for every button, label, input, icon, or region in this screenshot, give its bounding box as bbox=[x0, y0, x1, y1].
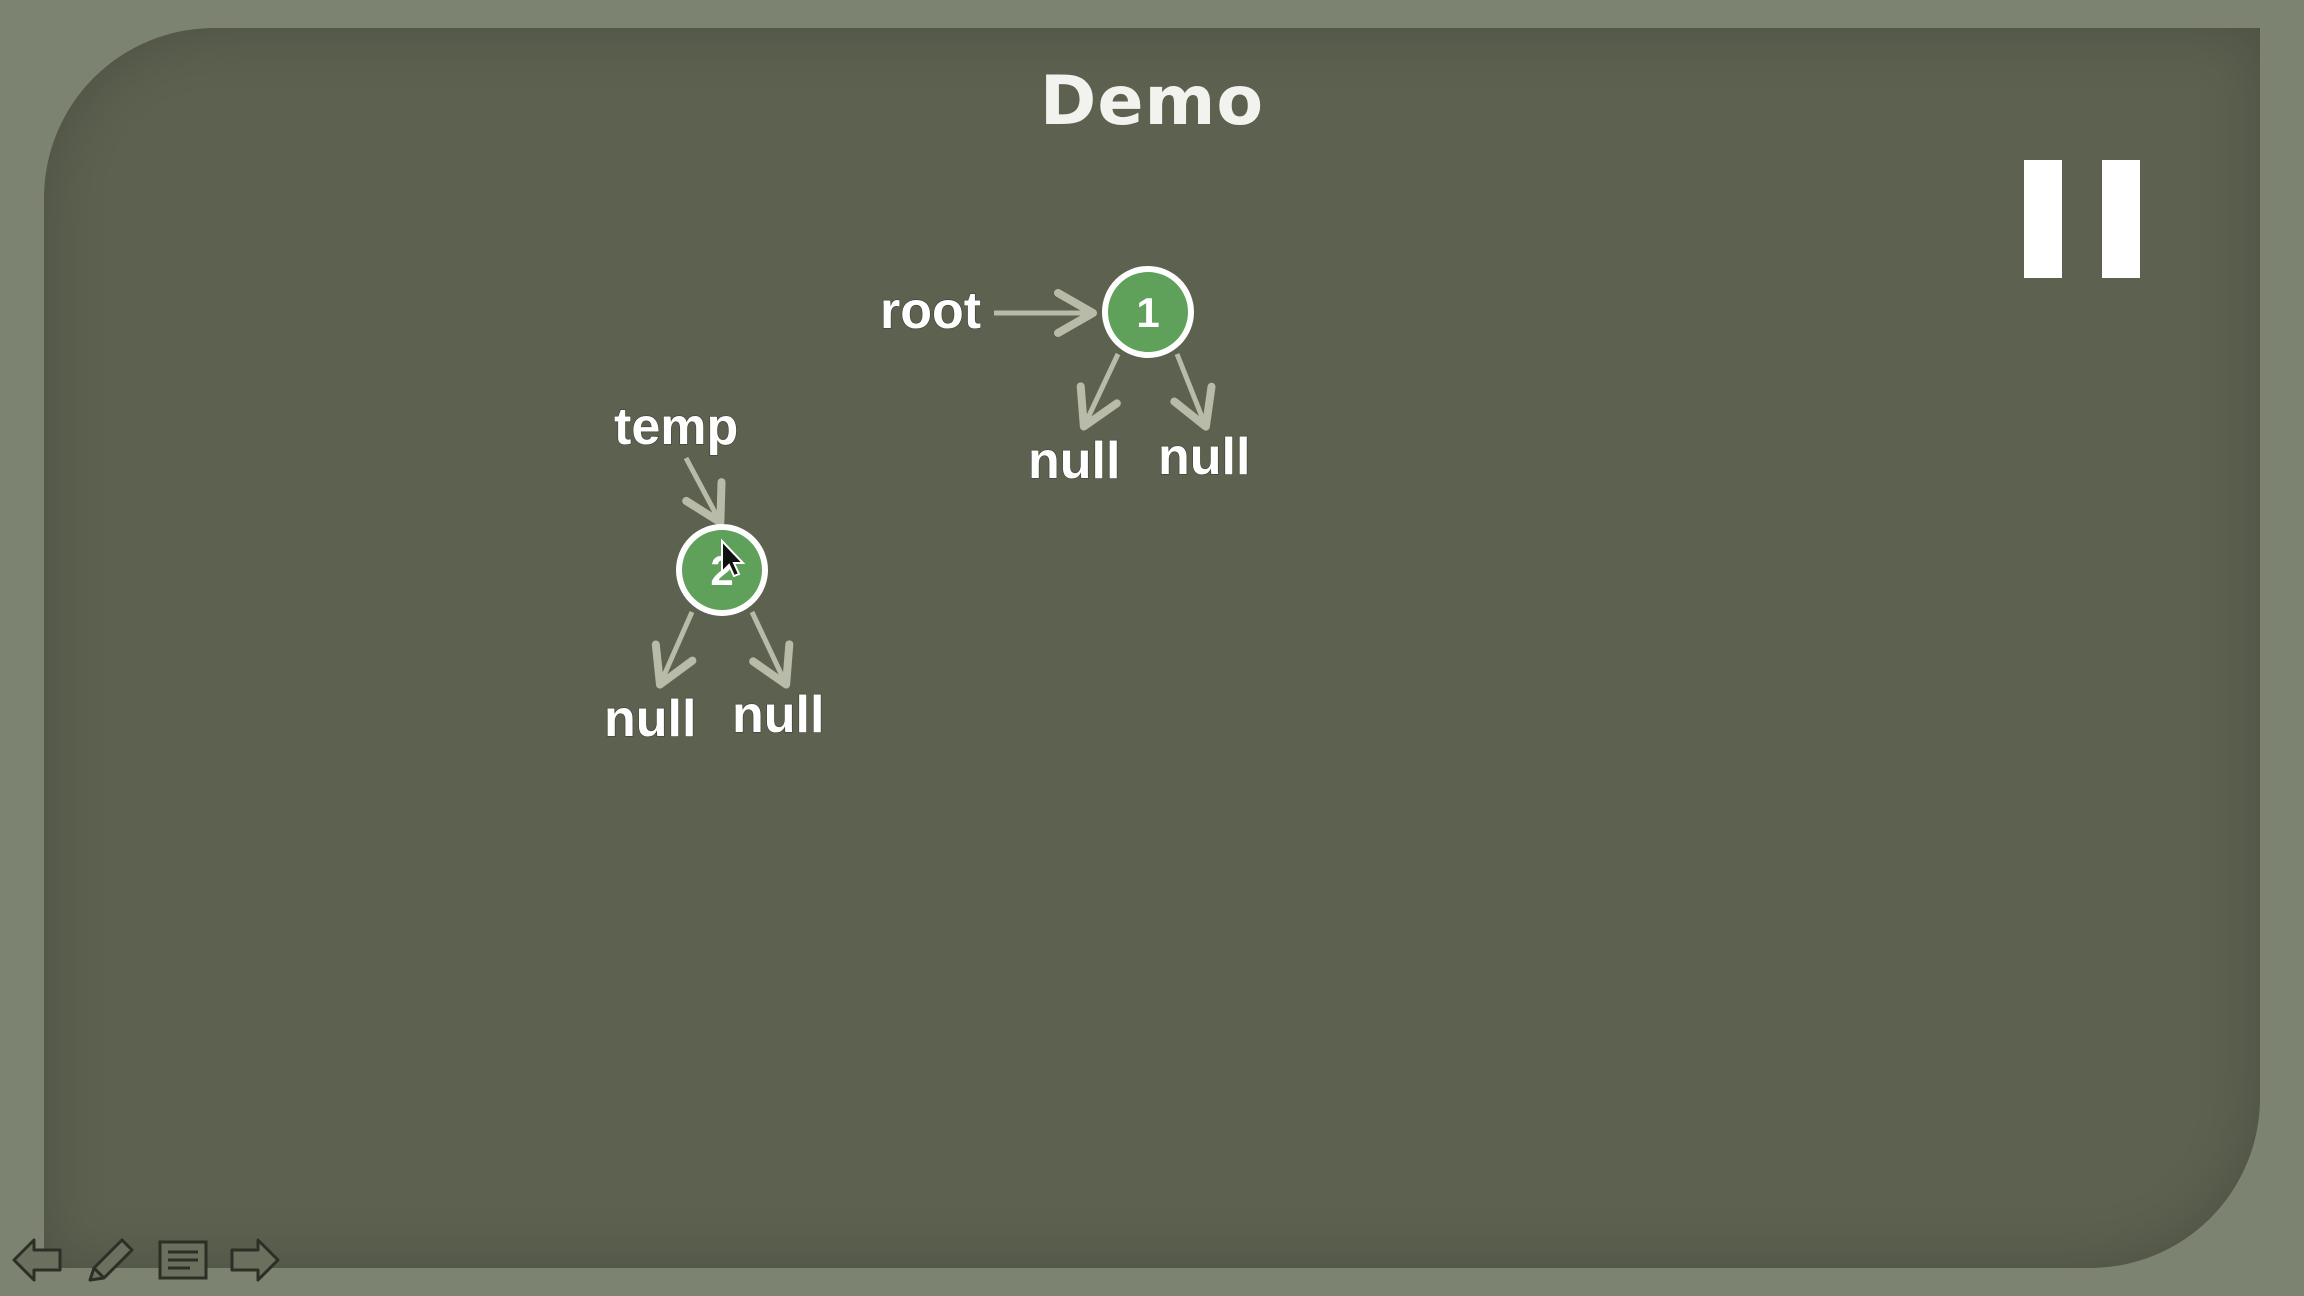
next-arrow-icon bbox=[230, 1238, 280, 1282]
slide-background bbox=[44, 28, 2260, 1268]
previous-arrow-icon bbox=[12, 1238, 62, 1282]
menu-icon bbox=[158, 1240, 208, 1280]
slide-title: Demo bbox=[1039, 62, 1265, 141]
slide-menu-button[interactable] bbox=[152, 1232, 212, 1288]
node-2-left-null: null bbox=[604, 690, 696, 748]
temp-pointer-arrow bbox=[682, 456, 726, 527]
slideshow-navigation bbox=[8, 1232, 288, 1288]
node-1-right-null: null bbox=[1158, 428, 1250, 486]
tree-node-1-value: 1 bbox=[1136, 289, 1159, 336]
root-pointer-label: root bbox=[880, 282, 981, 340]
mouse-cursor-icon bbox=[721, 538, 746, 578]
node-1-right-edge bbox=[1170, 353, 1216, 431]
pen-icon bbox=[88, 1238, 134, 1282]
node-2-right-null: null bbox=[732, 686, 824, 744]
previous-slide-button[interactable] bbox=[8, 1232, 68, 1288]
node-2-right-edge bbox=[749, 610, 794, 689]
tree-node-1 bbox=[1102, 266, 1194, 358]
next-slide-button[interactable] bbox=[224, 1232, 284, 1288]
pause-button[interactable] bbox=[2024, 160, 2144, 278]
pause-icon-right-bar bbox=[2102, 160, 2140, 278]
temp-tree: temp 2 null null bbox=[603, 397, 825, 748]
node-1-left-null: null bbox=[1028, 432, 1120, 490]
node-2-left-edge bbox=[651, 610, 697, 689]
root-tree: root 1 null null bbox=[879, 266, 1251, 491]
pause-icon-left-bar bbox=[2024, 160, 2062, 278]
temp-pointer-label: temp bbox=[614, 398, 738, 456]
pen-tool-button[interactable] bbox=[80, 1232, 140, 1288]
node-1-left-edge bbox=[1076, 352, 1121, 431]
